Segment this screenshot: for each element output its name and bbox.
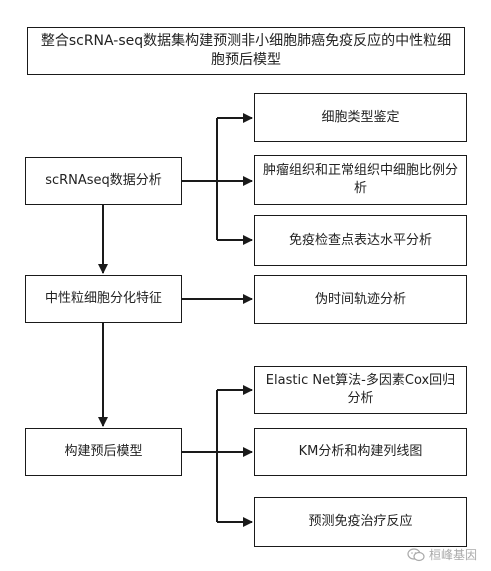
substep-cell-proportion-analysis: 肿瘤组织和正常组织中细胞比例分析 (254, 155, 467, 205)
branch-step1 (182, 113, 253, 245)
substep-km-nomogram: KM分析和构建列线图 (254, 428, 467, 476)
substep-immunotherapy-response: 预测免疫治疗反应 (254, 497, 467, 547)
watermark-text: 桓峰基因 (428, 548, 477, 562)
step-neutrophil-differentiation: 中性粒细胞分化特征 (25, 275, 182, 323)
step-scrnaseq-analysis: scRNAseq数据分析 (25, 157, 182, 205)
step-build-prognostic-model: 构建预后模型 (25, 428, 182, 476)
watermark: 桓峰基因 (407, 546, 477, 563)
substep-immune-checkpoint-analysis: 免疫检查点表达水平分析 (254, 215, 467, 266)
substep-pseudotime-trajectory: 伪时间轨迹分析 (254, 275, 467, 324)
substep-elastic-net-cox: Elastic Net算法-多因素Cox回归分析 (254, 366, 467, 414)
branch-step3 (182, 385, 253, 527)
wechat-icon (407, 547, 425, 561)
diagram-title: 整合scRNA-seq数据集构建预测非小细胞肺癌免疫反应的中性粒细胞预后模型 (27, 27, 465, 75)
substep-cell-type-identification: 细胞类型鉴定 (254, 93, 467, 142)
